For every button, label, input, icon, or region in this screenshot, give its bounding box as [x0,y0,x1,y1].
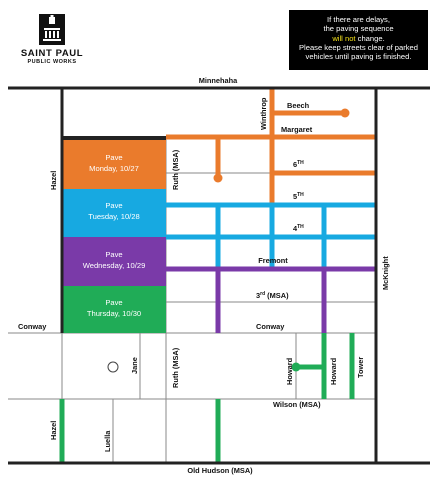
label-conway-right: Conway [256,322,285,331]
label-mcknight: McKnight [381,256,390,290]
thursday-block [62,286,166,333]
label-third-num: 3 [256,291,260,300]
label-third-sup: rd [260,291,265,297]
label-hazel-top: Hazel [49,171,58,190]
tuesday-action: Pave [105,201,122,210]
tuesday-route [166,202,376,269]
notice-line5: vehicles until paving is finished. [305,52,412,62]
wednesday-action: Pave [105,250,122,259]
thursday-action: Pave [105,298,122,307]
city-logo-icon [39,14,65,45]
label-fourth-sup: TH [297,224,304,230]
label-fifth: 5TH [293,192,304,201]
label-ruth-top: Ruth (MSA) [171,149,180,190]
tuesday-day: Tuesday, 10/28 [88,212,140,221]
label-fourth-num: 4 [293,224,298,233]
street-labels: Minnehaha Beech Margaret 6TH 5TH 4TH Fre… [18,76,390,475]
schedule-labels: Pave Monday, 10/27 Pave Tuesday, 10/28 P… [83,153,146,318]
label-winthrop: Winthrop [259,97,268,130]
label-jane: Jane [130,357,139,374]
notice-line3-rest: change. [357,33,385,43]
park-circle-icon [107,361,119,373]
label-luella: Luella [103,430,112,452]
label-old-hudson: Old Hudson (MSA) [187,466,253,475]
notice-line4: Please keep streets clear of parked [298,42,419,52]
delay-notice: If there are delays, the paving sequence… [289,10,428,70]
label-sixth-num: 6 [293,160,297,169]
label-wilson: Wilson (MSA) [273,400,321,409]
label-fifth-num: 5 [293,192,297,201]
wednesday-route [166,266,376,333]
monday-block [62,140,166,189]
label-howard-right: Howard [329,357,338,385]
label-third: 3rd (MSA) [256,291,289,300]
label-beech: Beech [287,101,310,110]
label-third-suffix: (MSA) [265,291,289,300]
monday-action: Pave [105,153,122,162]
monday-day: Monday, 10/27 [89,164,139,173]
wednesday-day: Wednesday, 10/29 [83,261,146,270]
wednesday-block [62,237,166,286]
label-howard-left: Howard [285,357,294,385]
label-fremont: Fremont [258,256,288,265]
label-sixth-sup: TH [297,160,304,166]
agency-name: SAINT PAUL PUBLIC WORKS [16,49,88,66]
label-fourth: 4TH [293,224,304,233]
monday-route [166,88,376,205]
label-minnehaha: Minnehaha [199,76,238,85]
notice-line2: the paving sequence [323,24,394,34]
major-street-lines [8,86,430,465]
thursday-howard-end [291,362,301,372]
monday-spur-end [213,173,223,183]
label-conway-left: Conway [18,322,47,331]
label-tower: Tower [356,357,365,378]
label-hazel-bottom: Hazel [49,421,58,440]
thursday-day: Thursday, 10/30 [87,309,141,318]
monday-beech-end [340,108,350,118]
notice-highlight: will not [332,33,356,43]
thursday-route [59,333,355,463]
label-margaret: Margaret [281,125,313,134]
agency-name-line1: SAINT PAUL [20,48,84,59]
label-fifth-sup: TH [297,192,304,198]
tuesday-block [62,189,166,237]
notice-line3: will not change. [289,34,428,43]
schedule-blocks [62,136,166,333]
notice-line1: If there are delays, [327,15,390,24]
agency-name-line2: PUBLIC WORKS [27,59,77,65]
label-ruth-bottom: Ruth (MSA) [171,347,180,388]
label-sixth: 6TH [293,160,304,169]
